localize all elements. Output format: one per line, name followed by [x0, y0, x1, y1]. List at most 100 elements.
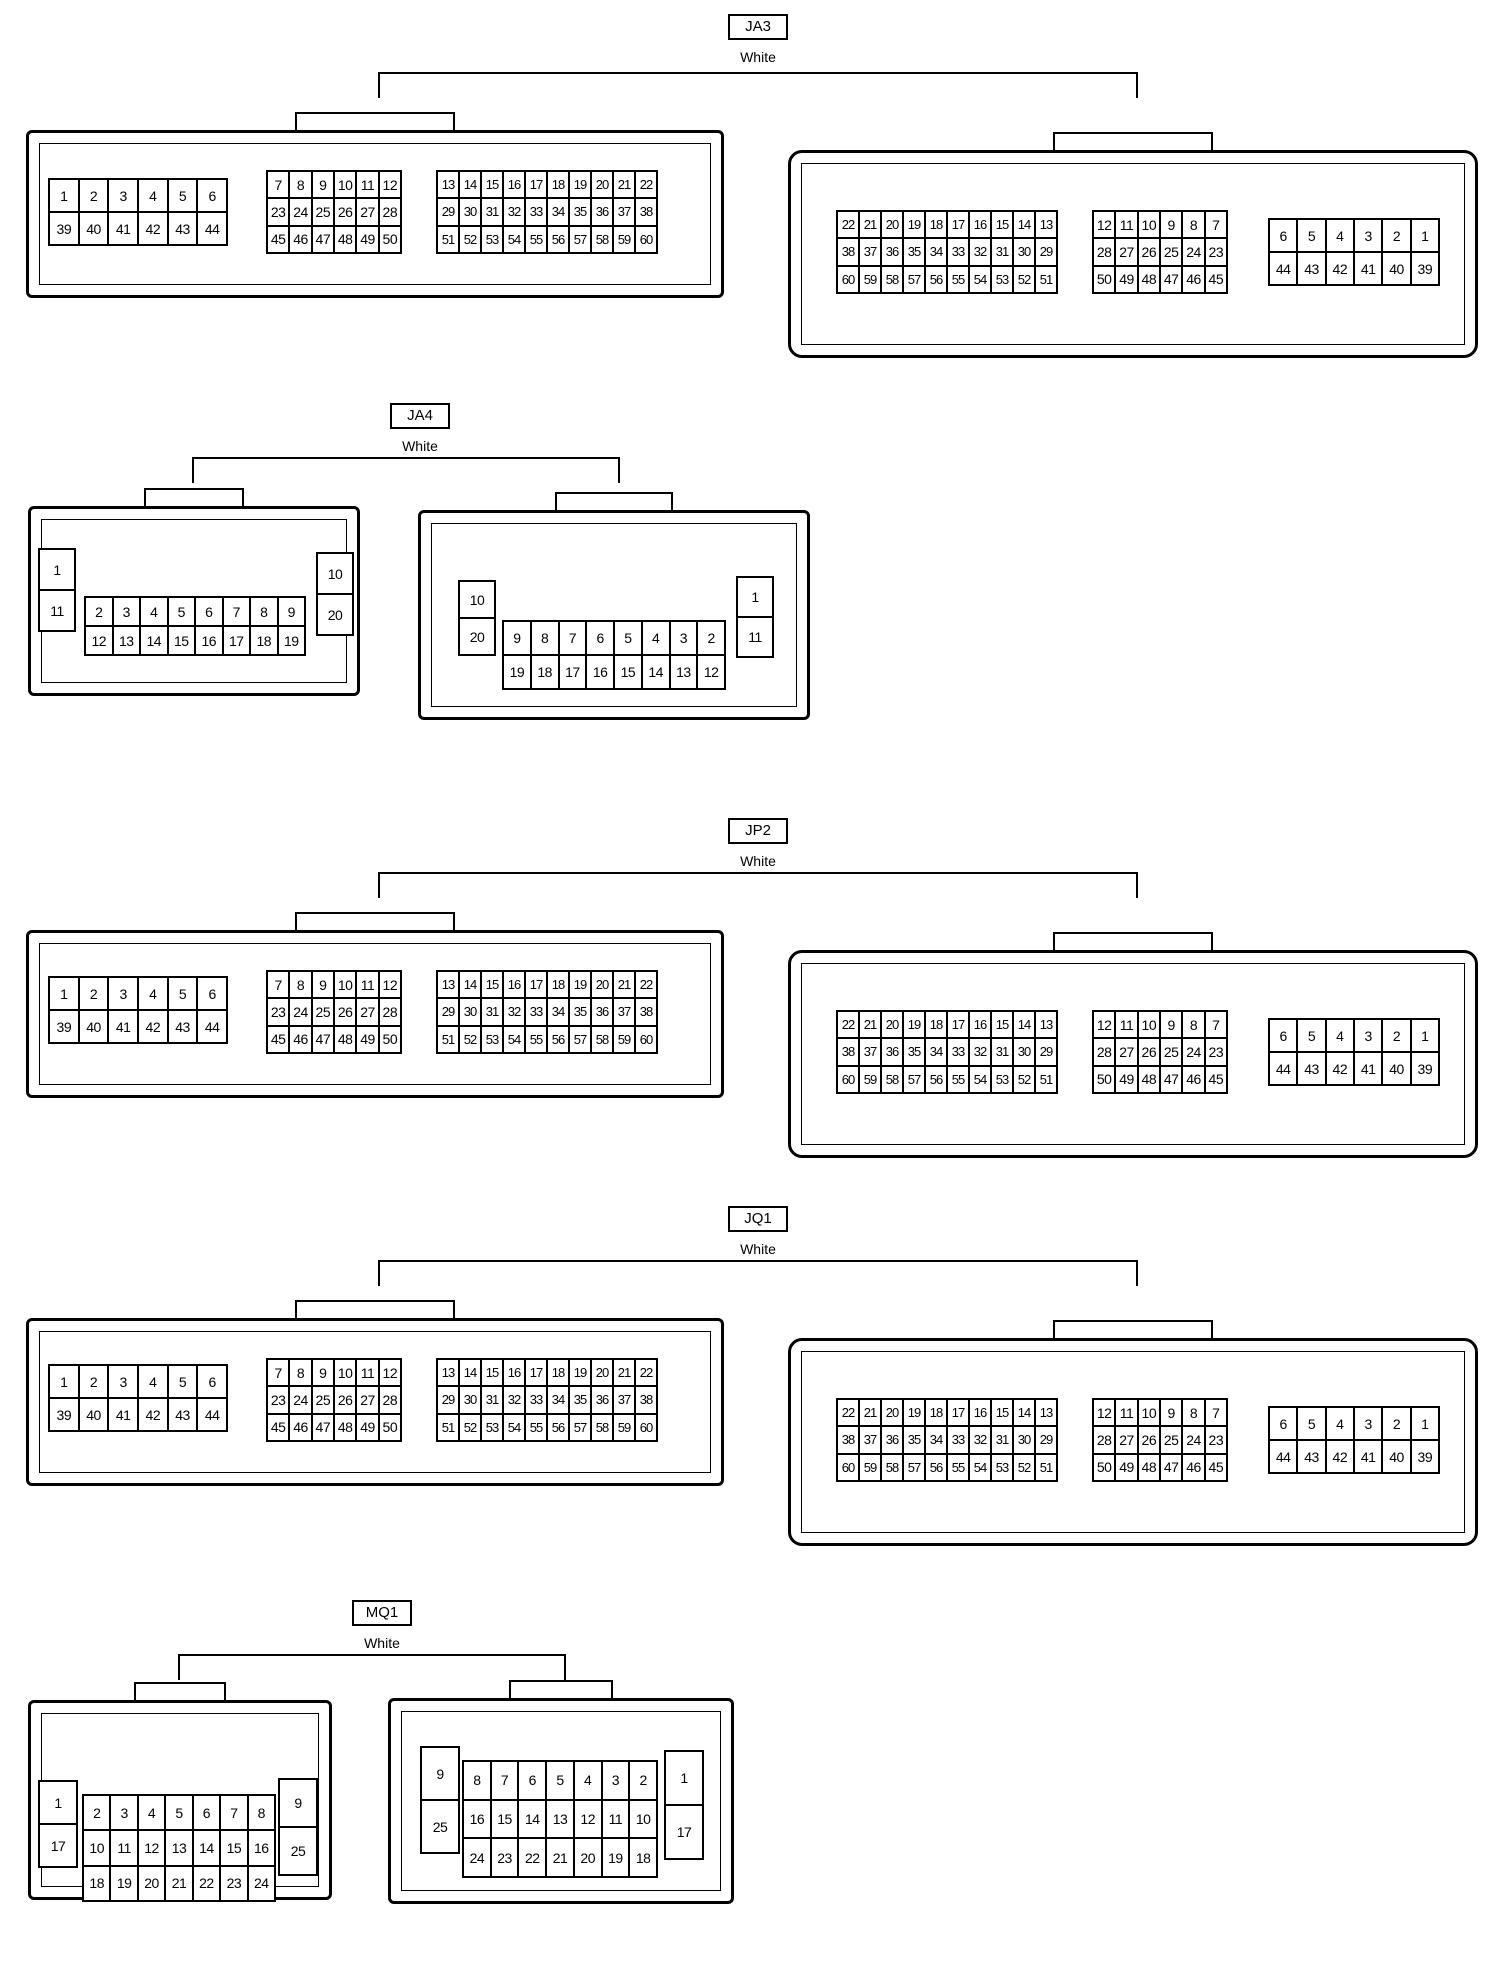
pin-cell: 10: [335, 1360, 356, 1386]
pin-cell: 16: [587, 656, 613, 688]
pin-cell: 8: [531, 622, 558, 654]
mq1-latch-1: [134, 1682, 226, 1702]
pin-cell: 26: [335, 199, 356, 225]
pin-cell: 54: [504, 1026, 524, 1052]
pin-cell: 3: [109, 978, 137, 1009]
pin-cell: 26: [1138, 1039, 1159, 1065]
pin-cell: 43: [1298, 253, 1325, 284]
pin-cell: 28: [379, 199, 400, 225]
pin-cell: 36: [592, 999, 612, 1025]
ja4-connector-label: JA4: [390, 403, 450, 429]
pin-cell: 17: [559, 656, 586, 688]
pin-cell: 3: [670, 622, 697, 654]
ja4-bracket: [192, 457, 620, 483]
pin-cell: 56: [548, 1414, 568, 1440]
pin-cell: 3: [109, 180, 137, 211]
pin-cell: 20: [138, 1866, 165, 1900]
pin-cell: 12: [379, 1360, 400, 1386]
pin-cell: 7: [268, 1360, 289, 1386]
pin-cell: 19: [602, 1839, 629, 1876]
pin-cell: 45: [1205, 266, 1226, 292]
pin-cell: 18: [251, 627, 277, 654]
pin-cell: 21: [860, 1400, 880, 1426]
pin-cell: 40: [1383, 1053, 1410, 1084]
pin-cell: 29: [1036, 239, 1056, 265]
pin-cell: 34: [548, 199, 568, 225]
pin-cell: 5: [168, 1366, 197, 1397]
pin-cell: 43: [1298, 1053, 1325, 1084]
pin-cell: 48: [335, 1414, 356, 1440]
pin-cell: 59: [614, 226, 634, 252]
pin-cell: 37: [614, 199, 634, 225]
pin-cell: 4: [1326, 220, 1353, 251]
pin-cell: 25: [280, 1828, 316, 1874]
pin-cell: 54: [970, 266, 990, 292]
pin-cell: 8: [290, 972, 311, 998]
pin-cell: 4: [141, 598, 167, 625]
pin-cell: 21: [614, 972, 634, 998]
pin-cell: 1: [666, 1752, 702, 1804]
pin-cell: 45: [1205, 1454, 1226, 1480]
pin-cell: 30: [1014, 1427, 1034, 1453]
pin-cell: 36: [882, 1427, 902, 1453]
pin-cell: 19: [504, 656, 530, 688]
pin-cell: 9: [280, 1780, 316, 1826]
pin-cell: 7: [1205, 212, 1226, 238]
pin-cell: 29: [1036, 1039, 1056, 1065]
pin-cell: 31: [992, 1039, 1012, 1065]
pin-cell: 7: [223, 598, 249, 625]
pin-cell: 2: [79, 978, 108, 1009]
pin-cell: 25: [1161, 239, 1182, 265]
pin-cell: 23: [1205, 1427, 1226, 1453]
pin-cell: 44: [1270, 253, 1297, 284]
pin-cell: 47: [1161, 266, 1182, 292]
pin-cell: 38: [838, 1039, 858, 1065]
pin-cell: 12: [574, 1800, 601, 1838]
pin-cell: 42: [138, 1011, 167, 1042]
pin-cell: 27: [357, 999, 378, 1025]
pin-cell: 9: [422, 1748, 458, 1799]
pin-cell: 57: [570, 226, 590, 252]
pin-cell: 16: [464, 1800, 490, 1838]
pin-cell: 10: [1138, 1012, 1159, 1038]
pin-cell: 3: [111, 1796, 137, 1830]
pin-cell: 47: [312, 1026, 333, 1052]
pin-cell: 52: [1014, 1066, 1034, 1092]
pin-cell: 20: [592, 972, 612, 998]
pin-cell: 51: [438, 226, 458, 252]
pin-cell: 59: [860, 1066, 880, 1092]
pin-cell: 50: [379, 226, 400, 252]
pin-cell: 12: [379, 972, 400, 998]
pin-cell: 23: [268, 199, 289, 225]
pin-cell: 5: [1298, 1020, 1325, 1051]
pin-cell: 43: [168, 213, 197, 244]
pin-cell: 11: [357, 172, 378, 198]
pin-cell: 43: [1298, 1441, 1325, 1472]
pin-cell: 22: [519, 1839, 546, 1876]
pin-cell: 34: [926, 1039, 946, 1065]
pin-cell: 44: [198, 1399, 226, 1430]
pin-cell: 9: [1161, 1400, 1182, 1426]
pin-cell: 19: [278, 627, 304, 654]
pin-cell: 39: [1411, 1053, 1438, 1084]
pin-cell: 14: [460, 172, 480, 198]
pin-cell: 46: [290, 1026, 311, 1052]
pin-cell: 25: [422, 1801, 458, 1852]
pin-cell: 31: [992, 1427, 1012, 1453]
pin-cell: 4: [138, 978, 167, 1009]
pin-cell: 15: [482, 972, 502, 998]
pin-cell: 1: [738, 578, 772, 616]
pin-cell: 60: [838, 266, 858, 292]
pin-cell: 53: [992, 266, 1012, 292]
pin-cell: 21: [614, 172, 634, 198]
pin-cell: 9: [278, 598, 304, 625]
pin-cell: 11: [357, 1360, 378, 1386]
pin-cell: 6: [1270, 1408, 1297, 1439]
pin-cell: 32: [504, 999, 524, 1025]
pin-cell: 11: [1116, 1012, 1137, 1038]
pin-cell: 19: [904, 212, 924, 238]
pin-cell: 26: [335, 999, 356, 1025]
pin-cell: 6: [198, 180, 226, 211]
